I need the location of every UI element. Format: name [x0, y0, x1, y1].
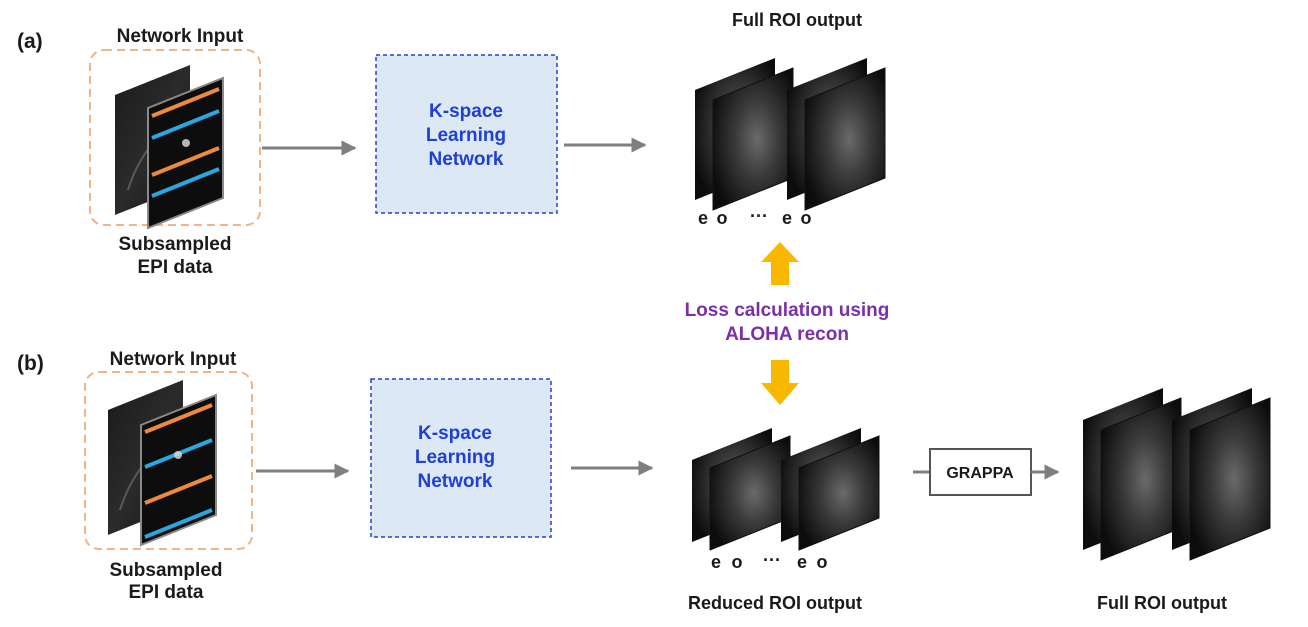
- panel-a-output-slices: [695, 58, 886, 211]
- loss-section: Loss calculation using ALOHA recon: [685, 242, 890, 405]
- loss-arrow-down: [761, 360, 799, 405]
- panel-a-kspace-line-blue: [151, 167, 220, 198]
- echo-label: o: [717, 208, 728, 228]
- echo-label: o: [817, 552, 828, 572]
- panel-b-network-label-3: Network: [418, 471, 493, 492]
- panel-a-network-label-1: K-space: [429, 101, 503, 122]
- loss-label-1: Loss calculation using: [685, 300, 890, 321]
- panel-b-full-slices: [1083, 388, 1271, 561]
- grappa-label: GRAPPA: [946, 465, 1014, 482]
- grappa-box: [929, 448, 1032, 496]
- output-slice: [804, 67, 886, 211]
- panel-b-input-caption-1: Subsampled: [110, 560, 223, 581]
- panel-b-reduced-slices: [692, 428, 880, 551]
- full-slice: [1189, 397, 1271, 561]
- echo-label: e: [698, 208, 708, 228]
- panel-b-echo-labels: e o ··· e o: [711, 550, 828, 572]
- panel-a-tag: (a): [17, 30, 43, 53]
- panel-b-network-label-2: Learning: [415, 447, 495, 468]
- panel-a: (a) Network Input Subsampled EPI data K-…: [17, 10, 886, 278]
- panel-b-kspace-slice: [140, 393, 217, 547]
- panel-b-full-output-title: Full ROI output: [1097, 593, 1227, 613]
- panel-b-network-box: [370, 378, 552, 538]
- panel-a-input-caption-2: EPI data: [138, 257, 213, 278]
- panel-a-echo-labels: e o ··· e o: [698, 206, 812, 228]
- echo-label: ···: [750, 206, 768, 226]
- panel-b-reduced-output-title: Reduced ROI output: [688, 593, 862, 613]
- echo-label: ···: [763, 550, 781, 570]
- panel-a-network-label-3: Network: [429, 149, 504, 170]
- echo-label: o: [801, 208, 812, 228]
- panel-a-input-box: [89, 49, 261, 226]
- panel-a-kspace-line-orange: [151, 87, 220, 118]
- panel-a-output-title: Full ROI output: [732, 10, 862, 30]
- panel-b-kspace-line-orange: [144, 403, 213, 434]
- panel-a-network-label-2: Learning: [426, 125, 506, 146]
- echo-label: e: [797, 552, 807, 572]
- loss-label-2: ALOHA recon: [725, 324, 849, 345]
- panel-a-kspace-line-orange: [151, 146, 220, 177]
- echo-label: e: [782, 208, 792, 228]
- panel-a-network-box: [375, 54, 558, 214]
- panel-b-kspace-line-blue: [144, 508, 213, 539]
- loss-arrow-up: [761, 242, 799, 285]
- reduced-slice: [798, 435, 880, 551]
- panel-b-input-title: Network Input: [110, 349, 237, 370]
- panel-a-input-caption-1: Subsampled: [119, 234, 232, 255]
- panel-b-tag: (b): [17, 352, 44, 375]
- panel-b-input-box: [84, 371, 253, 550]
- echo-label: e: [711, 552, 721, 572]
- panel-a-input-title: Network Input: [117, 26, 244, 47]
- panel-b-input-caption-2: EPI data: [129, 582, 204, 603]
- panel-b-kspace-line-orange: [144, 474, 213, 505]
- echo-label: o: [732, 552, 743, 572]
- panel-a-kspace-line-blue: [151, 109, 220, 140]
- panel-b: (b) Network Input Subsampled EPI data K-…: [17, 349, 1271, 613]
- panel-b-network-label-1: K-space: [418, 423, 492, 444]
